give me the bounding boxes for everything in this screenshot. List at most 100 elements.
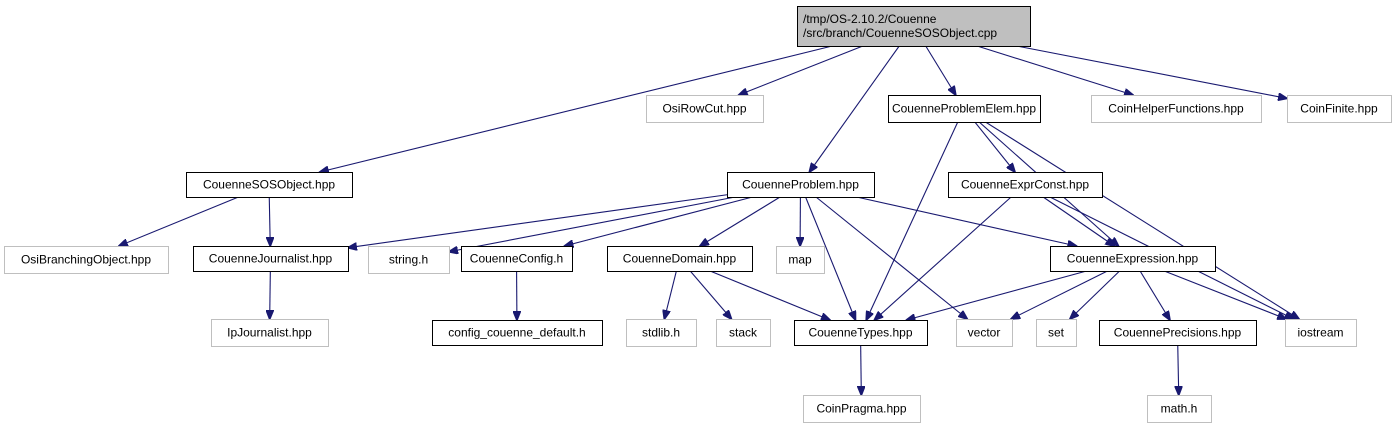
node-CouenneConfig[interactable]: CouenneConfig.h <box>461 246 573 272</box>
edge-CouenneExpression-to-CouenneTypes <box>906 270 1087 320</box>
node-label: map <box>788 253 812 267</box>
node-label: OsiBranchingObject.hpp <box>21 253 151 267</box>
node-box <box>461 246 573 272</box>
edge-CouenneExprConst-to-CouenneTypes <box>874 196 1012 320</box>
node-box <box>193 246 349 272</box>
node-box <box>368 246 450 274</box>
edge-root-to-CouenneProblem <box>809 45 900 172</box>
node-label: set <box>1048 326 1065 340</box>
node-box <box>646 95 764 123</box>
node-box <box>626 319 697 347</box>
node-label: /src/branch/CouenneSOSObject.cpp <box>803 26 997 40</box>
node-CouenneProblem[interactable]: CouenneProblem.hpp <box>727 172 875 198</box>
edge-root-to-CouenneSOSObject <box>320 45 833 172</box>
node-box <box>716 319 771 347</box>
node-label: CouenneTypes.hpp <box>808 326 912 340</box>
node-CouenneExpression[interactable]: CouenneExpression.hpp <box>1050 246 1216 272</box>
node-label: CoinFinite.hpp <box>1300 102 1378 116</box>
node-CouenneDomain[interactable]: CouenneDomain.hpp <box>607 246 753 272</box>
node-box <box>211 319 329 347</box>
edge-CouenneDomain-to-stdlib_h <box>664 270 677 319</box>
edge-CouenneProblem-to-string_h <box>449 196 736 252</box>
node-CouenneJournalist[interactable]: CouenneJournalist.hpp <box>193 246 349 272</box>
node-box <box>727 172 875 198</box>
node-label: vector <box>968 326 1001 340</box>
edge-CouenneJournalist-to-IpJournalist <box>270 270 271 319</box>
edge-CouenneDomain-to-CouenneTypes <box>709 270 830 320</box>
nodes-layer: /tmp/OS-2.10.2/Couenne/src/branch/Couenn… <box>4 6 1392 423</box>
edge-CouenneProblem-to-CouenneExpression <box>856 196 1077 246</box>
edge-CouenneProblemElem-to-CouenneExprConst <box>974 121 1015 172</box>
node-string_h: string.h <box>368 246 450 274</box>
node-label: config_couenne_default.h <box>448 326 585 340</box>
node-box <box>432 320 603 346</box>
node-label: CouenneSOSObject.hpp <box>203 178 335 192</box>
node-box <box>948 172 1103 198</box>
node-box <box>797 6 1031 47</box>
node-box <box>1050 246 1216 272</box>
node-CouenneProblemElem[interactable]: CouenneProblemElem.hpp <box>888 95 1041 123</box>
node-map: map <box>776 246 825 274</box>
node-label: CouenneProblemElem.hpp <box>892 102 1036 116</box>
node-config_couenne_default[interactable]: config_couenne_default.h <box>432 320 603 346</box>
node-stack: stack <box>716 319 771 347</box>
node-box <box>186 172 353 198</box>
node-label: iostream <box>1297 326 1343 340</box>
node-CouenneTypes[interactable]: CouenneTypes.hpp <box>794 320 928 346</box>
node-set: set <box>1036 319 1077 347</box>
node-root[interactable]: /tmp/OS-2.10.2/Couenne/src/branch/Couenn… <box>797 6 1031 47</box>
node-label: /tmp/OS-2.10.2/Couenne <box>803 12 937 26</box>
edge-CouenneProblem-to-CouenneConfig <box>564 196 753 246</box>
edge-CouenneExpression-to-CouennePrecisions <box>1139 270 1170 320</box>
node-CoinHelperFunctions: CoinHelperFunctions.hpp <box>1091 95 1262 123</box>
node-box <box>1287 95 1392 123</box>
node-label: CouenneProblem.hpp <box>742 178 859 192</box>
edge-root-to-CoinFinite <box>1016 45 1287 98</box>
node-box <box>776 246 825 274</box>
edge-CouenneProblem-to-vector <box>815 196 967 319</box>
edge-CouenneProblem-to-CouenneDomain <box>700 196 781 246</box>
edge-CouenneProblemElem-to-CouenneTypes <box>866 121 959 320</box>
node-box <box>4 246 169 274</box>
edge-CouenneExpression-to-iostream <box>1164 270 1286 319</box>
node-box <box>1091 95 1262 123</box>
node-label: CouenneExprConst.hpp <box>961 178 1089 192</box>
node-box <box>794 320 928 346</box>
edge-CouenneTypes-to-CoinPragma <box>861 344 862 395</box>
node-label: CouennePrecisions.hpp <box>1114 326 1242 340</box>
node-label: CouenneConfig.h <box>470 252 563 266</box>
node-IpJournalist: IpJournalist.hpp <box>211 319 329 347</box>
node-label: CouenneJournalist.hpp <box>209 252 333 266</box>
node-box <box>803 395 921 423</box>
node-box <box>1036 319 1077 347</box>
edge-CouenneProblemElem-to-iostream <box>985 121 1299 319</box>
node-label: CouenneExpression.hpp <box>1067 252 1199 266</box>
node-box <box>1099 320 1257 346</box>
node-CouennePrecisions[interactable]: CouennePrecisions.hpp <box>1099 320 1257 346</box>
node-label: CoinPragma.hpp <box>816 402 906 416</box>
node-box <box>956 319 1013 347</box>
node-box <box>888 95 1041 123</box>
node-label: stack <box>729 326 758 340</box>
node-CoinPragma: CoinPragma.hpp <box>803 395 921 423</box>
edge-root-to-CouenneProblemElem <box>925 45 956 95</box>
edge-CouenneDomain-to-stack <box>689 270 731 319</box>
node-iostream: iostream <box>1285 319 1357 347</box>
edge-root-to-OsiRowCut <box>739 45 864 95</box>
edge-root-to-CoinHelperFunctions <box>976 45 1133 95</box>
node-CouenneExprConst[interactable]: CouenneExprConst.hpp <box>948 172 1103 198</box>
edge-CouenneSOSObject-to-OsiBranchingObject <box>119 196 239 246</box>
node-math_h: math.h <box>1147 395 1212 423</box>
edge-CouennePrecisions-to-math_h <box>1178 344 1179 395</box>
node-label: stdlib.h <box>642 326 680 340</box>
edges-layer <box>119 45 1299 395</box>
edge-CouenneSOSObject-to-CouenneJournalist <box>269 196 270 246</box>
node-CouenneSOSObject[interactable]: CouenneSOSObject.hpp <box>186 172 353 198</box>
node-label: math.h <box>1161 402 1198 416</box>
node-OsiBranchingObject: OsiBranchingObject.hpp <box>4 246 169 274</box>
node-label: IpJournalist.hpp <box>227 326 312 340</box>
node-box <box>607 246 753 272</box>
edge-CouenneExprConst-to-CouenneExpression <box>1042 196 1114 246</box>
node-OsiRowCut: OsiRowCut.hpp <box>646 95 764 123</box>
node-CoinFinite: CoinFinite.hpp <box>1287 95 1392 123</box>
